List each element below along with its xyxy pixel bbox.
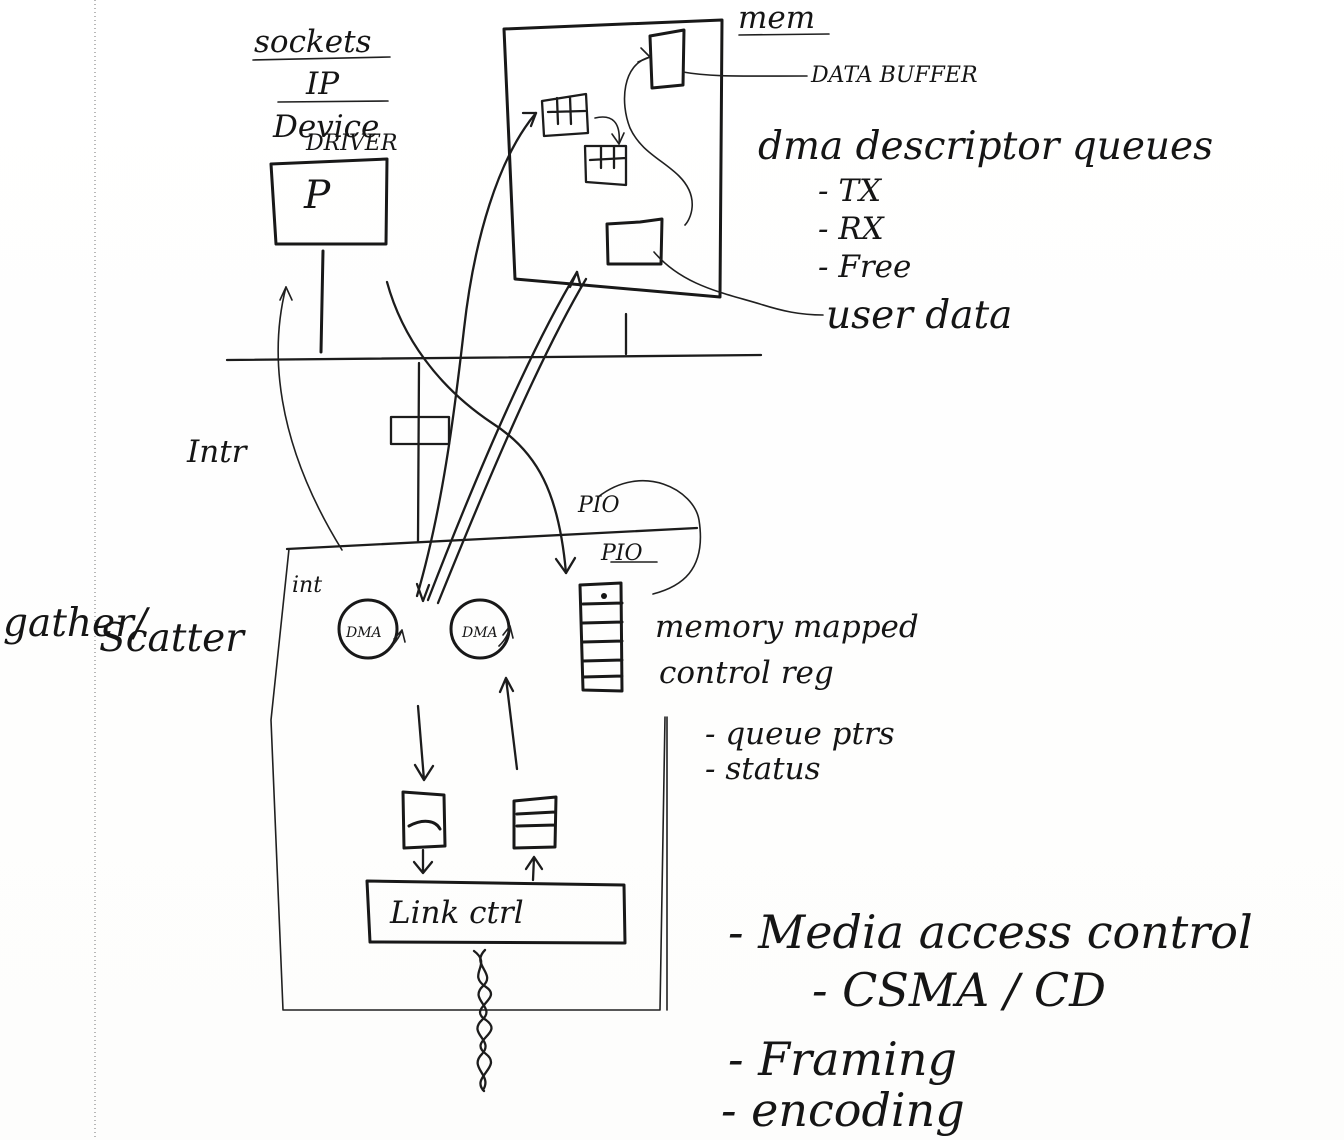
twisted-pair-cable-b: [474, 951, 491, 1091]
dma-descriptor-queue-b: [585, 146, 626, 185]
tx-fifo: [403, 792, 445, 848]
memory-mapped-label: memory mapped: [655, 609, 919, 645]
driver-pio-path: [387, 282, 566, 573]
driver-bus-line: [321, 251, 323, 352]
bridge-vertical-line: [418, 363, 419, 541]
ip-label: IP: [305, 66, 340, 102]
rx-label: - RX: [818, 211, 886, 247]
link-to-rx-arrow: [526, 857, 542, 880]
user-data-leader: [654, 252, 823, 315]
memory-dma-arrow-head-bottom: [417, 584, 429, 601]
sockets-label: sockets: [254, 24, 371, 60]
scatter-label: Scatter: [99, 616, 246, 661]
driver-label: DRIVER: [305, 131, 397, 156]
system-bus: [227, 355, 761, 360]
rx-fifo: [514, 797, 556, 848]
media-access-control-label: - Media access control: [728, 905, 1253, 959]
mem-label: mem: [738, 0, 815, 36]
buffer-arrow-head: [638, 48, 650, 62]
int-label: int: [292, 573, 322, 598]
user-data-buffer: [607, 219, 662, 264]
framing-label: - Framing: [728, 1032, 957, 1086]
data-buffer-icon: [650, 30, 684, 88]
encoding-label: - encoding: [721, 1083, 965, 1137]
left-dma-label: DMA: [345, 625, 382, 641]
register-pointer-dot: [601, 593, 607, 599]
control-reg-label: control reg: [659, 655, 834, 691]
pio-lower-label: PIO: [600, 541, 643, 566]
bridge-box: [391, 417, 449, 444]
queue-ptrs-label: - queue ptrs: [705, 716, 895, 752]
descriptor-to-dma-line: [417, 113, 536, 596]
link-control-label: Link ctrl: [389, 895, 524, 931]
memory-mapped-register-stack: [580, 583, 622, 691]
rx-to-dma-arrow: [500, 678, 517, 769]
data-buffer-leader: [683, 72, 807, 76]
nic-board-outline: [271, 549, 665, 1010]
free-label: - Free: [818, 249, 911, 285]
tx-to-link-arrow: [414, 850, 432, 873]
queue-link-arrow-head: [612, 133, 624, 144]
csma-cd-label: - CSMA / CD: [812, 963, 1106, 1017]
intr-label: Intr: [186, 434, 249, 470]
right-dma-label: DMA: [461, 625, 498, 641]
data-buffer-label: DATA BUFFER: [810, 63, 978, 88]
interrupt-return-curve: [278, 287, 342, 550]
dma-to-tx-arrow: [415, 706, 433, 780]
dma-descriptor-queues-label: dma descriptor queues: [758, 124, 1213, 169]
user-data-label: user data: [826, 293, 1012, 338]
driver-p-label: P: [303, 173, 331, 218]
pio-upper-label: PIO: [577, 493, 620, 518]
dma-descriptor-queue-a: [542, 94, 588, 136]
tx-label: - TX: [818, 173, 883, 209]
status-label: - status: [705, 751, 821, 787]
